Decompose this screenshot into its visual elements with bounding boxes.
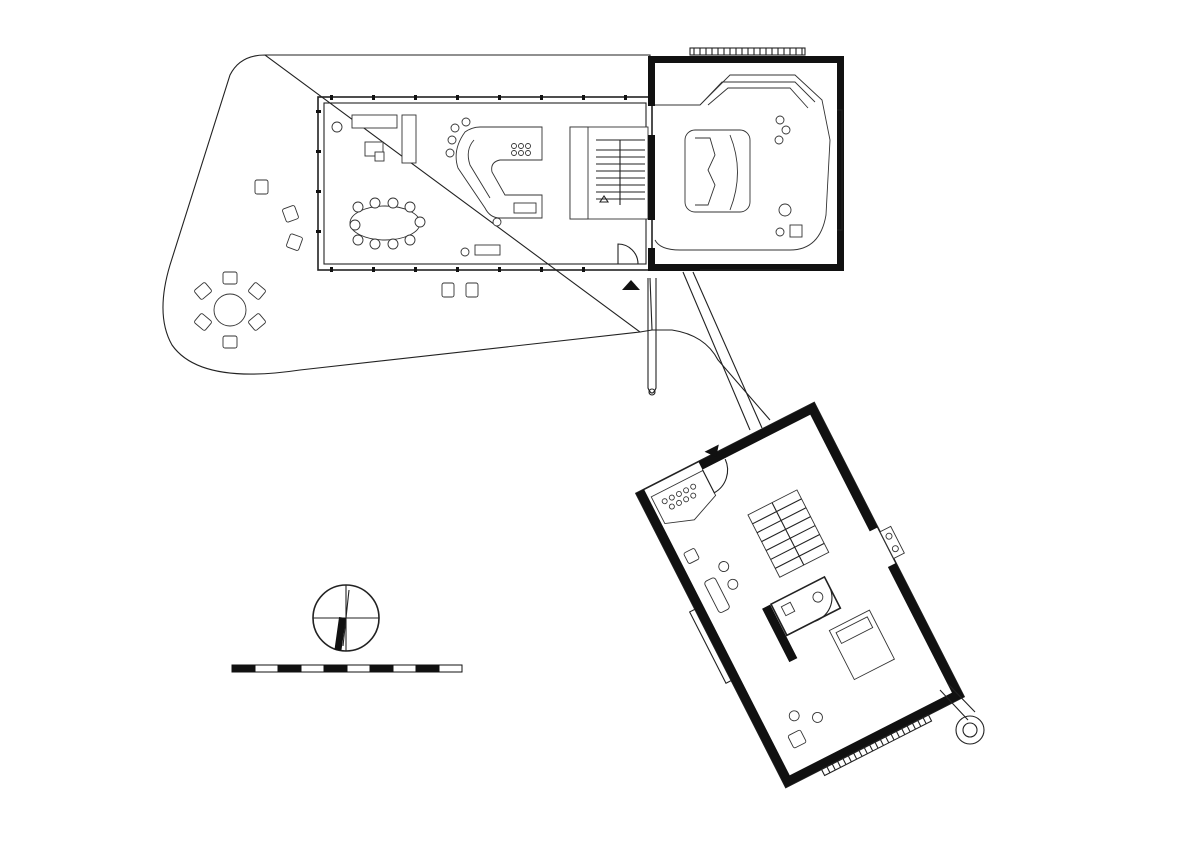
scale-bar-segment	[346, 664, 371, 673]
scale-bar-segment	[369, 664, 394, 673]
sofa	[351, 114, 398, 129]
scale-bar	[231, 664, 463, 673]
walkways	[647, 271, 763, 431]
terrace-edge-lower	[639, 329, 653, 333]
living-volume	[648, 47, 844, 271]
mullion-ticks-top	[330, 95, 627, 100]
bench	[474, 244, 501, 256]
entry-door	[617, 243, 639, 265]
sideboard	[401, 114, 417, 164]
scale-bar-segment	[415, 664, 440, 673]
scale-bar-segment	[300, 664, 325, 673]
guest-house	[634, 401, 966, 789]
kitchen-island	[445, 117, 543, 227]
scale-bar-segment	[392, 664, 417, 673]
guest-entry-marker	[704, 444, 719, 457]
scale-bar-segment	[254, 664, 279, 673]
entry-marker	[622, 280, 640, 290]
main-pavilion	[316, 95, 653, 290]
scale-bar-segment	[438, 664, 463, 673]
guest-pier	[939, 683, 985, 745]
scale-bar-segment	[231, 664, 256, 673]
mullion-ticks-left	[316, 110, 321, 233]
terrace-chairs	[254, 179, 479, 298]
staircase	[569, 126, 649, 220]
mullion-ticks-bottom	[330, 267, 585, 272]
window-grille	[689, 47, 806, 56]
scale-bar-segment	[277, 664, 302, 673]
north-arrow	[312, 584, 380, 652]
living-sofa	[684, 129, 751, 213]
guest-bed	[828, 609, 896, 681]
round-table-group	[194, 271, 266, 349]
guest-window-grille	[820, 714, 933, 777]
plant	[331, 121, 343, 133]
dining-group	[349, 197, 426, 250]
scale-bar-segment	[323, 664, 348, 673]
desk-chair	[374, 151, 385, 162]
